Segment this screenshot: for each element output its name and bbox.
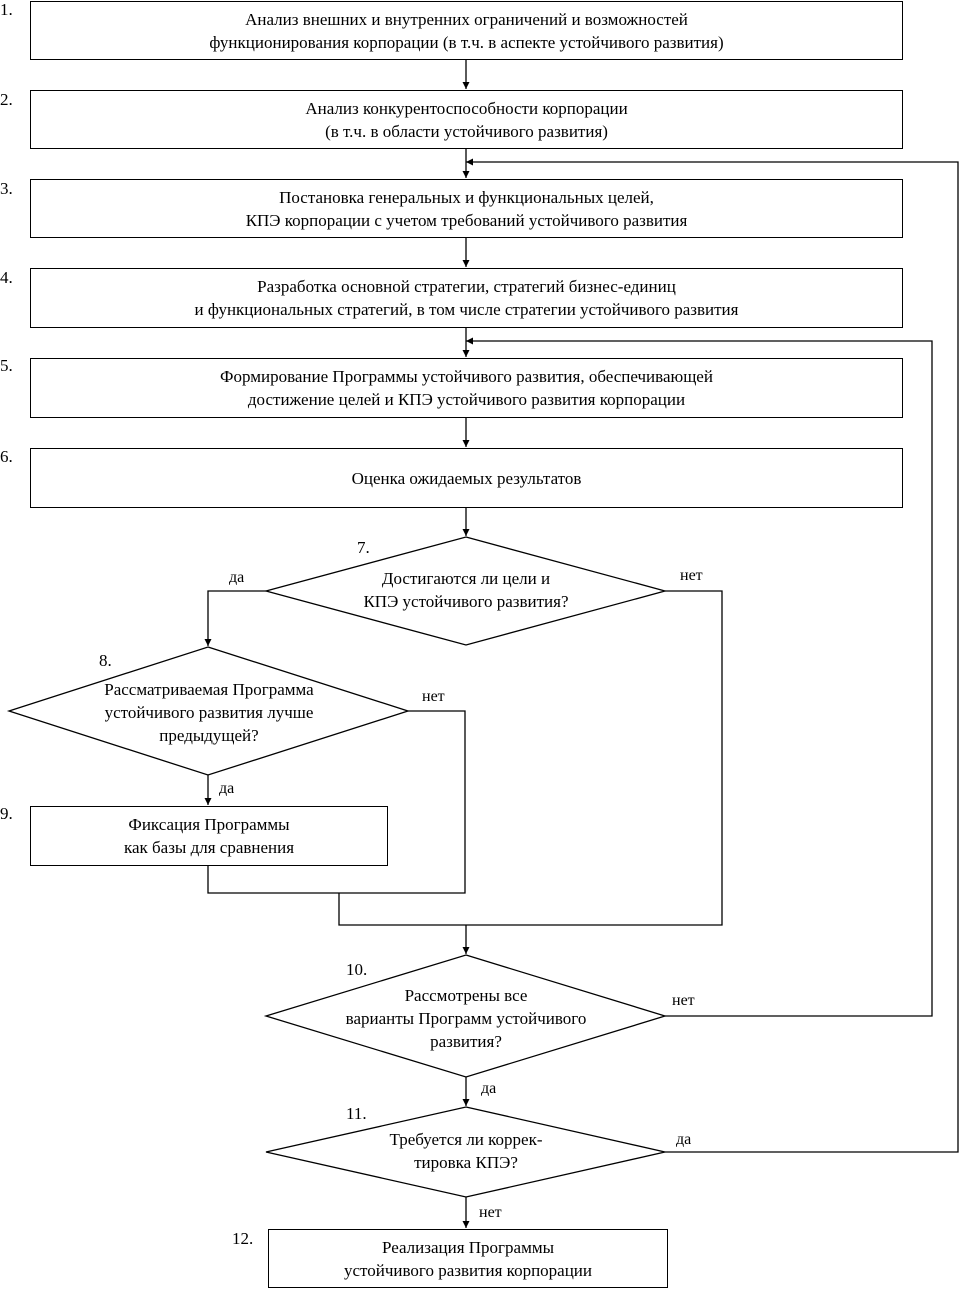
step-9-box: Фиксация Программы как базы для сравнени… [30, 806, 388, 866]
decision-11-yes-label: да [676, 1131, 692, 1148]
step-3-box: Постановка генеральных и функциональных … [30, 179, 903, 238]
decision-11-no-label: нет [479, 1204, 502, 1221]
step-4-box: Разработка основной стратегии, стратегий… [30, 268, 903, 328]
step-3-number: 3. [0, 179, 13, 198]
step-2-number: 2. [0, 90, 13, 109]
decision-11-text-line1: Требуется ли коррек- [389, 1130, 543, 1149]
decision-11-number: 11. [346, 1104, 367, 1123]
step-12-text-line1: Реализация Программы [381, 1237, 555, 1257]
step-2-text-line2: (в т.ч. в области устойчивого развития) [325, 121, 608, 141]
decision-10-yes-label: да [481, 1080, 497, 1097]
step-6-number: 6. [0, 447, 13, 466]
step-1-number: 1. [0, 0, 13, 19]
step-9-text-line2: как базы для сравнения [123, 838, 295, 857]
step-1-text-line2: функционирования корпорации (в т.ч. в ас… [209, 32, 724, 52]
step-5-text-line1: Формирование Программы устойчивого разви… [220, 367, 713, 386]
step-5-box: Формирование Программы устойчивого разви… [30, 358, 903, 418]
decision-8-yes-label: да [219, 780, 235, 797]
decision-7-shape [263, 536, 668, 646]
step-9-number: 9. [0, 804, 13, 823]
step-2-text-line1: Анализ конкурентоспособности корпорации [305, 98, 628, 118]
arrow-10-no-loop [466, 337, 933, 1017]
decision-8-no-label: нет [422, 688, 445, 705]
step-5-number: 5. [0, 356, 13, 375]
decision-11-text: Требуется ли коррек- тировка КПЭ? [316, 1127, 616, 1175]
step-4-number: 4. [0, 268, 13, 287]
decision-10-text: Рассмотрены все варианты Программ устойч… [296, 982, 636, 1054]
decision-7-no-label: нет [680, 567, 703, 584]
step-3-text-line1: Постановка генеральных и функциональных … [279, 187, 654, 207]
step-1-text-line1: Анализ внешних и внутренних ограничений … [245, 9, 688, 29]
decision-7-text-line2: КПЭ устойчивого развития? [363, 592, 569, 611]
decision-8-text-line2: устойчивого развития лучше [104, 702, 314, 722]
decision-8-number: 8. [99, 651, 112, 670]
decision-8-text-line3: предыдущей? [159, 725, 259, 745]
step-3-text-line2: КПЭ корпорации с учетом требований устой… [245, 210, 688, 230]
step-6-box: Оценка ожидаемых результатов [30, 448, 903, 508]
decision-10-text-line3: развития? [430, 1031, 502, 1051]
decision-8-text-line1: Рассматриваемая Программа [104, 679, 314, 699]
step-2-box: Анализ конкурентоспособности корпорации … [30, 90, 903, 149]
arrow-11-yes-loop [466, 158, 959, 1153]
arrow-7-yes [204, 590, 266, 646]
decision-10-number: 10. [346, 960, 368, 979]
decision-10-text-line2: варианты Программ устойчивого [345, 1008, 587, 1028]
decision-7-text: Достигаются ли цели и КПЭ устойчивого ра… [296, 562, 636, 618]
decision-11-text-line2: тировка КПЭ? [414, 1153, 518, 1172]
step-1-box: Анализ внешних и внутренних ограничений … [30, 1, 903, 60]
line-7-no [338, 590, 723, 926]
decision-7-text-line1: Достигаются ли цели и [381, 569, 551, 588]
decision-8-text: Рассматриваемая Программа устойчивого ра… [44, 675, 374, 749]
decision-7-number: 7. [357, 538, 370, 557]
step-12-number: 12. [232, 1229, 254, 1248]
step-4-text-line1: Разработка основной стратегии, стратегий… [257, 277, 676, 296]
decision-7-yes-label: да [229, 569, 245, 586]
step-5-text-line2: достижение целей и КПЭ устойчивого разви… [247, 390, 686, 409]
step-12-box: Реализация Программы устойчивого развити… [268, 1229, 668, 1288]
line-8-no [207, 710, 466, 894]
decision-10-text-line1: Рассмотрены все [404, 985, 528, 1005]
step-4-text-line2: и функциональных стратегий, в том числе … [194, 300, 739, 319]
step-12-text-line2: устойчивого развития корпорации [343, 1260, 593, 1280]
step-6-text-line1: Оценка ожидаемых результатов [351, 468, 582, 488]
decision-10-no-label: нет [672, 992, 695, 1009]
step-9-text-line1: Фиксация Программы [128, 815, 290, 834]
